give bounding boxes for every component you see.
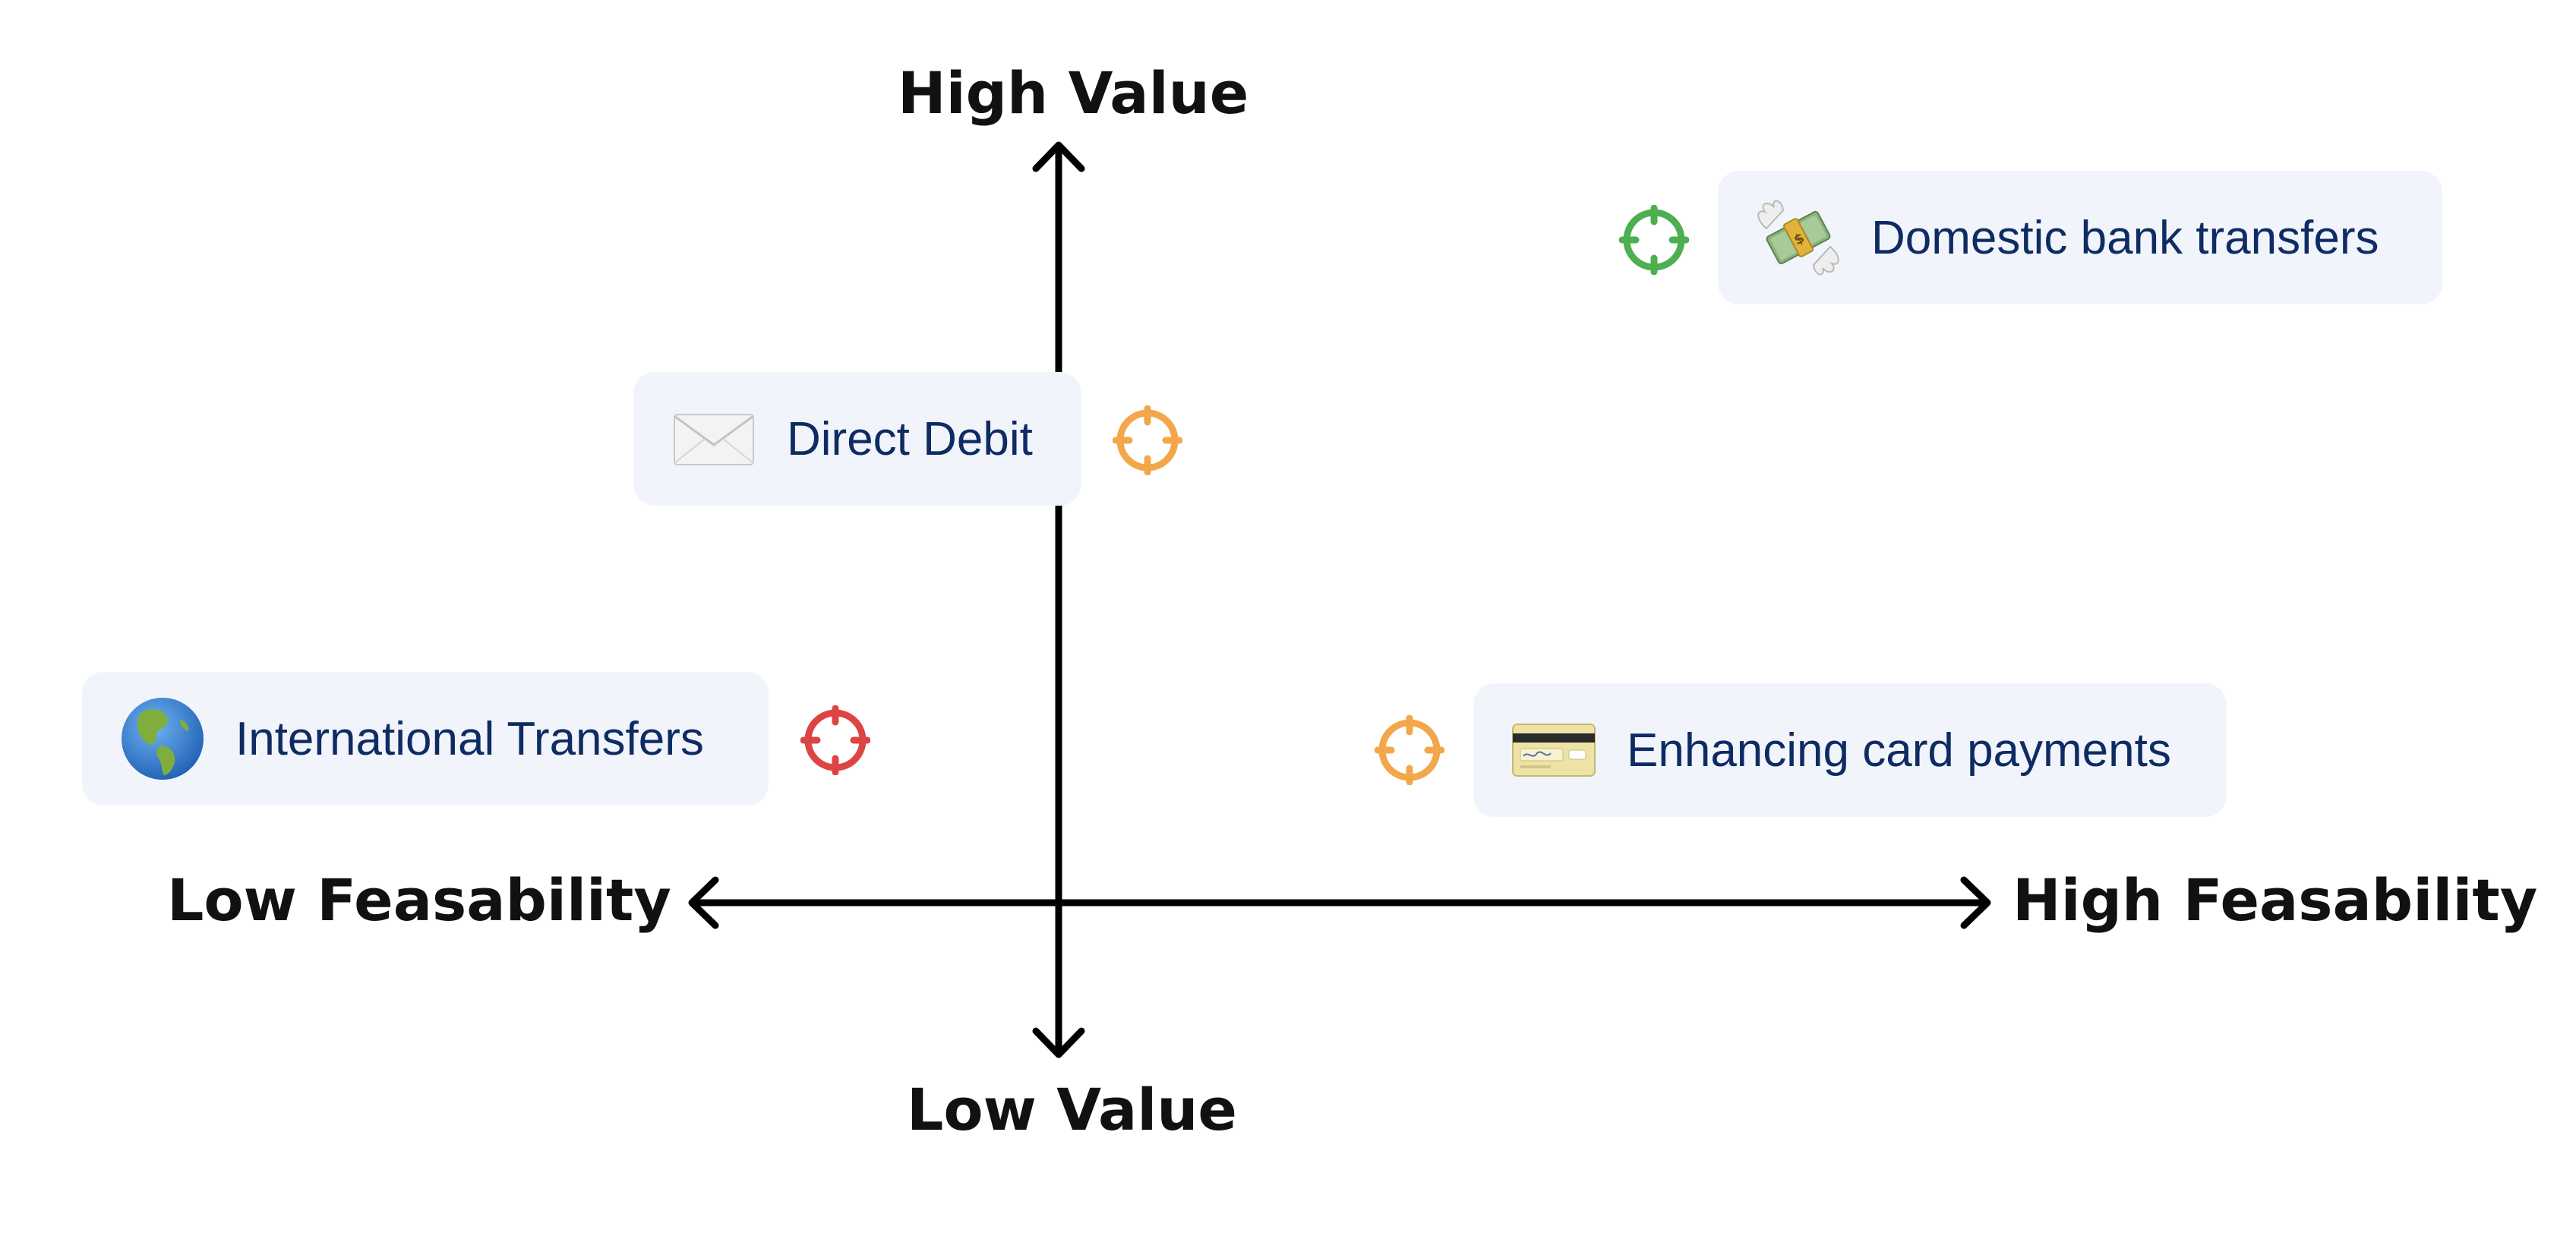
credit-card-icon [1511, 708, 1596, 793]
globe-americas-icon [120, 696, 205, 781]
item-label: Enhancing card payments [1627, 724, 2171, 777]
money-with-wings-icon: $ [1756, 195, 1841, 280]
item-card-domestic-bank-transfers: $ Domestic bank transfers [1718, 171, 2442, 304]
item-card-enhancing-card-payments: Enhancing card payments [1473, 683, 2227, 817]
axis-label-low-value: Low Value [907, 1076, 1237, 1143]
arrow-right-icon [1960, 876, 1991, 929]
item-label: International Transfers [235, 712, 704, 765]
item-label: Direct Debit [787, 412, 1033, 465]
crosshair-icon [800, 705, 870, 775]
arrow-down-icon [1032, 1027, 1085, 1058]
axis-label-high-feasability: High Feasability [2012, 866, 2538, 934]
item-card-international-transfers: International Transfers [82, 672, 769, 806]
item-label: Domestic bank transfers [1871, 211, 2379, 264]
item-card-direct-debit: Direct Debit [633, 372, 1081, 506]
arrow-left-icon [688, 876, 719, 929]
crosshair-icon [1375, 715, 1444, 785]
crosshair-icon [1619, 205, 1689, 275]
axis-label-high-value: High Value [898, 59, 1249, 127]
axis-label-low-feasability: Low Feasability [167, 866, 671, 934]
envelope-icon [671, 396, 756, 481]
crosshair-icon [1113, 405, 1182, 475]
arrow-up-icon [1032, 141, 1085, 172]
